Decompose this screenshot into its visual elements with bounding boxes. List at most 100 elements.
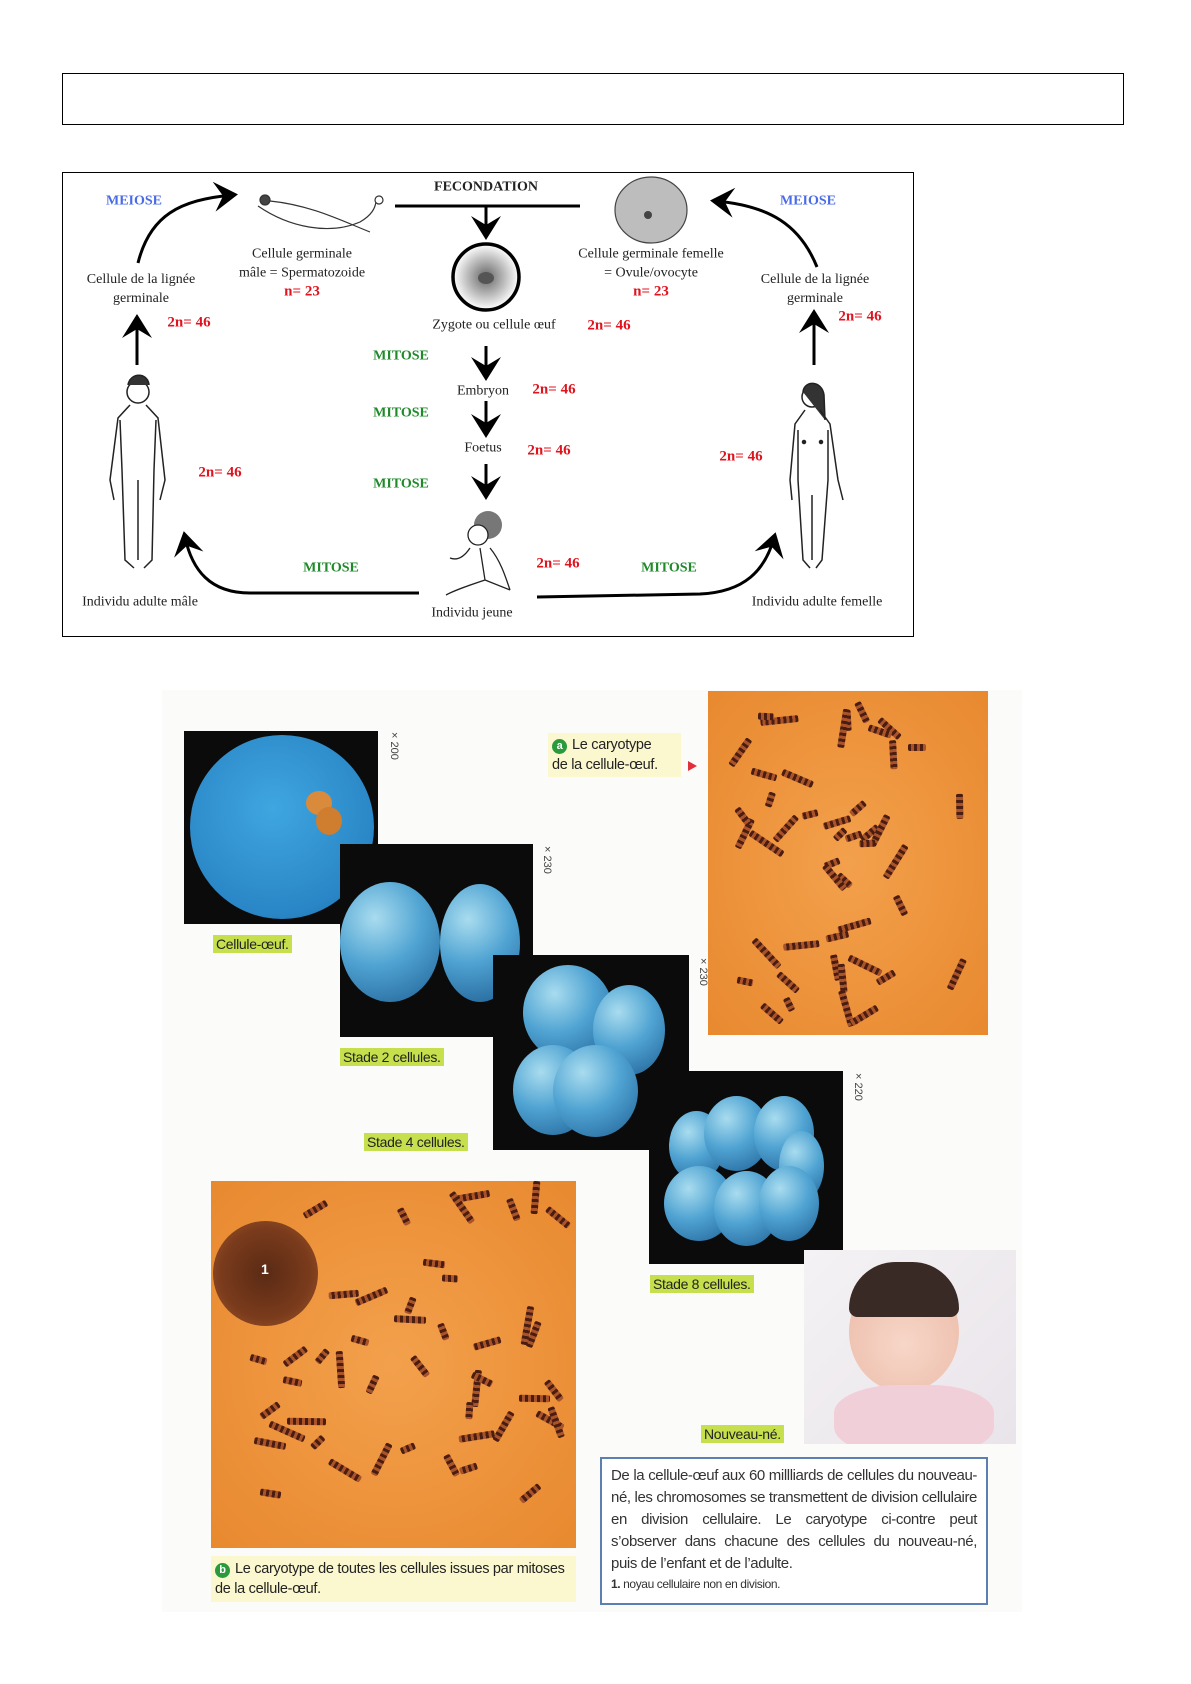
- chromosome: [403, 1295, 417, 1315]
- footnote: 1. noyau cellulaire non en division.: [611, 1575, 977, 1593]
- explanation-box: De la cellule-œuf aux 60 millliards de c…: [600, 1457, 988, 1605]
- karyotype-a-line: Le caryotype: [572, 737, 652, 753]
- sperm-ploidy: n= 23: [284, 283, 320, 300]
- lignee-right-label: Cellule de la lignée germinale: [761, 270, 869, 308]
- chromosome: [734, 806, 753, 827]
- stage2-caption: Stade 2 cellules.: [340, 1048, 444, 1066]
- life-cycle-diagram: [62, 172, 914, 637]
- egg-caption: Cellule-œuf.: [213, 935, 292, 953]
- chromosome: [854, 700, 871, 724]
- lignee-right-ploidy: 2n= 46: [838, 308, 882, 325]
- foetus-label: Foetus: [464, 440, 502, 456]
- pointer-arrow-icon: [688, 761, 697, 771]
- chromosome: [882, 843, 909, 879]
- meiose-left-label: MEIOSE: [105, 193, 163, 209]
- chromosome: [751, 937, 782, 970]
- sperm-label-line: Cellule germinale: [252, 246, 352, 262]
- chromosome: [253, 1437, 287, 1451]
- zygote-ploidy: 2n= 46: [587, 317, 631, 334]
- ovule-label-line: Cellule germinale femelle: [578, 246, 724, 262]
- chromosome: [365, 1374, 380, 1395]
- female-label: Individu adulte femelle: [751, 594, 883, 610]
- chromosome: [335, 1350, 346, 1389]
- chromosome: [399, 1442, 416, 1456]
- mitose-label-2: MITOSE: [373, 405, 429, 421]
- female-ploidy: 2n= 46: [719, 448, 763, 465]
- explanation-text: De la cellule-œuf aux 60 millliards de c…: [611, 1467, 977, 1572]
- stage2-magnification: × 230: [541, 846, 553, 874]
- young-label: Individu jeune: [431, 605, 513, 621]
- chromosome: [313, 1347, 330, 1365]
- ovule-label-line: = Ovule/ovocyte: [604, 265, 698, 281]
- chromosome: [892, 894, 909, 917]
- egg-magnification: × 200: [388, 732, 400, 760]
- karyotype-a-line: de la cellule-œuf.: [552, 757, 658, 773]
- chromosome: [287, 1417, 327, 1426]
- stage4-caption: Stade 4 cellules.: [364, 1133, 468, 1151]
- chromosome: [758, 712, 775, 721]
- sperm-label-line: mâle = Spermatozoide: [238, 265, 366, 281]
- chromosome: [353, 1286, 389, 1307]
- chromosome: [458, 1430, 496, 1443]
- chromosome: [530, 1181, 541, 1215]
- chromosome: [465, 1401, 474, 1419]
- chromosome: [847, 954, 883, 977]
- chromosome: [506, 1197, 521, 1222]
- chromosome: [328, 1458, 363, 1483]
- karyotype-b-photo: 1: [211, 1181, 576, 1548]
- chromosome: [282, 1345, 309, 1368]
- chromosome: [423, 1258, 446, 1269]
- embryon-ploidy: 2n= 46: [532, 381, 576, 398]
- chromosome: [750, 767, 777, 782]
- mitose-label-3: MITOSE: [373, 476, 429, 492]
- mitose-bottom-left-label: MITOSE: [303, 560, 359, 576]
- chromosome: [443, 1453, 461, 1478]
- chromosome: [282, 1376, 302, 1388]
- male-ploidy: 2n= 46: [198, 464, 242, 481]
- four-cell-photo: [493, 955, 689, 1150]
- chromosome: [782, 939, 820, 951]
- fecondation-label: FECONDATION: [434, 179, 538, 195]
- chromosome: [328, 1289, 359, 1300]
- footnote-number: 1.: [611, 1577, 621, 1591]
- chromosome: [259, 1488, 282, 1499]
- newborn-photo: [804, 1250, 1016, 1444]
- chromosome: [492, 1410, 515, 1443]
- lignee-right-line: germinale: [787, 291, 843, 306]
- chromosome: [837, 963, 848, 994]
- footnote-text: noyau cellulaire non en division.: [623, 1577, 781, 1591]
- karyotype-a-photo: [708, 691, 988, 1035]
- mitose-bottom-right-label: MITOSE: [641, 560, 697, 576]
- chromosome: [858, 839, 876, 847]
- lignee-right-line: Cellule de la lignée: [760, 272, 870, 287]
- chromosome: [759, 1002, 784, 1026]
- male-label: Individu adulte mâle: [82, 594, 198, 610]
- badge-b-icon: b: [215, 1563, 230, 1578]
- chromosome: [396, 1207, 412, 1227]
- karyotype-b-text: Le caryotype de toutes les cellules issu…: [215, 1561, 565, 1597]
- chromosome: [472, 1336, 502, 1352]
- chromosome: [849, 799, 868, 817]
- chromosome: [393, 1315, 427, 1325]
- chromosome: [259, 1401, 281, 1420]
- chromosome: [302, 1199, 329, 1220]
- chromosome: [370, 1442, 393, 1477]
- chromosome: [545, 1205, 572, 1229]
- sperm-label: Cellule germinale mâle = Spermatozoide n…: [239, 245, 365, 302]
- lignee-left-line: germinale: [113, 291, 169, 306]
- chromosome: [776, 970, 801, 994]
- embryon-label: Embryon: [456, 383, 510, 399]
- chromosome: [309, 1434, 326, 1451]
- ovule-ploidy: n= 23: [633, 283, 669, 300]
- chromosome: [459, 1462, 479, 1475]
- mitose-label-1: MITOSE: [373, 348, 429, 364]
- chromosome: [825, 930, 850, 943]
- ovule-label: Cellule germinale femelle = Ovule/ovocyt…: [578, 245, 723, 302]
- chromosome: [727, 737, 753, 769]
- meiose-right-label: MEIOSE: [779, 193, 837, 209]
- title-box: [62, 73, 1124, 125]
- chromosome: [437, 1322, 450, 1341]
